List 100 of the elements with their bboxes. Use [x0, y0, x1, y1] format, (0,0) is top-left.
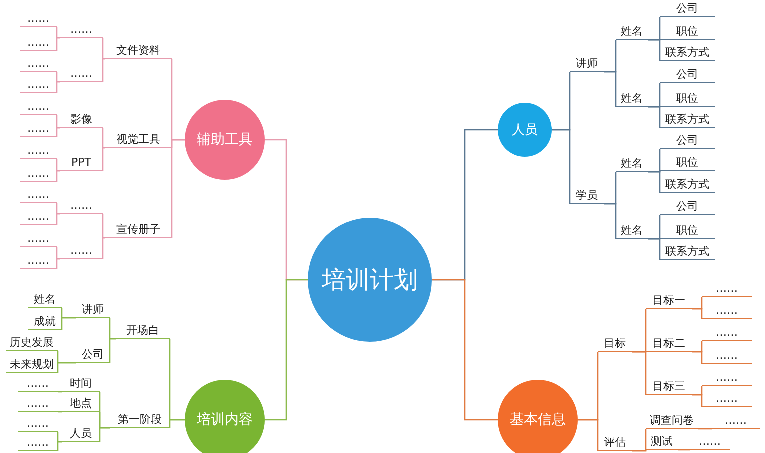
branch-line [102, 127, 105, 149]
branch-label: …… [702, 325, 752, 341]
branch-label: 历史发展 [6, 335, 58, 351]
central-topic-circle: 培训计划 [308, 218, 432, 342]
branch-label: 姓名 [28, 292, 62, 308]
branch-label: 姓名 [616, 91, 648, 107]
branch-label: 联系方式 [660, 45, 715, 61]
branch-line [632, 351, 647, 396]
branch-label: 联系方式 [660, 177, 715, 193]
branch-line [57, 362, 76, 374]
branch-line [56, 258, 60, 270]
branch-label: 测试 [646, 434, 678, 450]
branch-label: …… [702, 370, 752, 386]
branch-label: 公司 [660, 199, 715, 215]
branch-label: 姓名 [616, 223, 648, 239]
branch-line [632, 449, 647, 452]
branch-line [99, 427, 110, 443]
branch-label: 联系方式 [660, 244, 715, 260]
branch-line [648, 171, 661, 194]
branch-label: 第一阶段 [110, 412, 170, 428]
branch-line [648, 238, 661, 261]
branch-line [604, 203, 617, 240]
branch-line [56, 71, 60, 83]
branch-label: 目标 [598, 336, 632, 352]
branch-label: 职位 [660, 24, 715, 40]
branch-label: 地点 [62, 396, 100, 412]
branch-label: 学员 [570, 188, 604, 204]
branch-label: 调查问卷 [646, 413, 698, 429]
branch-label: …… [60, 66, 103, 82]
branch-label: 职位 [660, 91, 715, 107]
branch-line [61, 317, 76, 331]
branch-label: …… [702, 348, 752, 364]
branch-line [56, 127, 60, 138]
branch-line [102, 37, 105, 60]
branch-label: …… [60, 22, 103, 38]
branch-label: 评估 [598, 435, 632, 451]
branch-label: …… [20, 121, 57, 137]
branch-label: 公司 [76, 347, 110, 363]
branch-line [171, 139, 185, 239]
branch-label: …… [20, 187, 57, 203]
branch-label: …… [702, 391, 752, 407]
topic-circle: 人员 [498, 103, 552, 157]
branch-label: 职位 [660, 155, 715, 171]
branch-label: …… [690, 434, 730, 450]
branch-line [57, 441, 62, 452]
branch-label: …… [702, 303, 752, 319]
branch-label: 目标三 [646, 379, 692, 395]
branch-line [57, 411, 62, 413]
branch-label: 未来规划 [6, 357, 58, 373]
branch-label: …… [20, 35, 57, 51]
branch-label: 联系方式 [660, 112, 715, 128]
branch-line [56, 158, 60, 172]
branch-label: 视觉工具 [105, 132, 172, 148]
branch-label: …… [20, 99, 57, 115]
branch-line [432, 279, 498, 421]
branch-line [56, 26, 60, 39]
branch-line [57, 391, 62, 393]
branch-label: 文件资料 [105, 43, 172, 59]
branch-label: 公司 [660, 67, 715, 83]
topic-circle: 辅助工具 [185, 100, 265, 180]
branch-line [102, 213, 105, 239]
branch-line [56, 246, 60, 260]
branch-label: 姓名 [616, 24, 648, 40]
branch-label: 职位 [660, 223, 715, 239]
branch-label: 宣传册子 [105, 222, 172, 238]
branch-label: …… [20, 166, 57, 182]
topic-circle: 培训内容 [185, 380, 265, 453]
branch-label: …… [60, 243, 103, 259]
branch-line [56, 202, 60, 215]
branch-label: 公司 [660, 133, 715, 149]
branch-label: 公司 [660, 1, 715, 17]
topic-circle: 基本信息 [498, 380, 578, 453]
branch-line [109, 338, 116, 364]
branch-line [648, 106, 661, 129]
branch-label: 成就 [28, 314, 62, 330]
branch-label: …… [18, 416, 58, 432]
branch-line [102, 237, 105, 260]
branch-label: 目标二 [646, 336, 692, 352]
branch-label: 目标一 [646, 293, 692, 309]
branch-label: 讲师 [570, 56, 604, 72]
branch-label: …… [20, 231, 57, 247]
branch-label: …… [60, 198, 103, 214]
branch-line [56, 213, 60, 226]
branch-line [56, 170, 60, 183]
branch-label: PPT [60, 155, 103, 171]
branch-line [102, 58, 105, 83]
branch-label: …… [18, 396, 58, 412]
branch-line [56, 114, 60, 129]
branch-line [692, 308, 703, 320]
branch-line [692, 351, 703, 365]
branch-line [678, 449, 691, 451]
branch-label: 姓名 [616, 156, 648, 172]
branch-label: 人员 [62, 426, 100, 442]
branch-line [692, 394, 703, 408]
branch-label: …… [20, 77, 57, 93]
branch-line [102, 147, 105, 172]
branch-line [552, 129, 571, 205]
branch-line [648, 39, 661, 62]
branch-label: …… [20, 11, 57, 27]
branch-label: 时间 [62, 376, 100, 392]
